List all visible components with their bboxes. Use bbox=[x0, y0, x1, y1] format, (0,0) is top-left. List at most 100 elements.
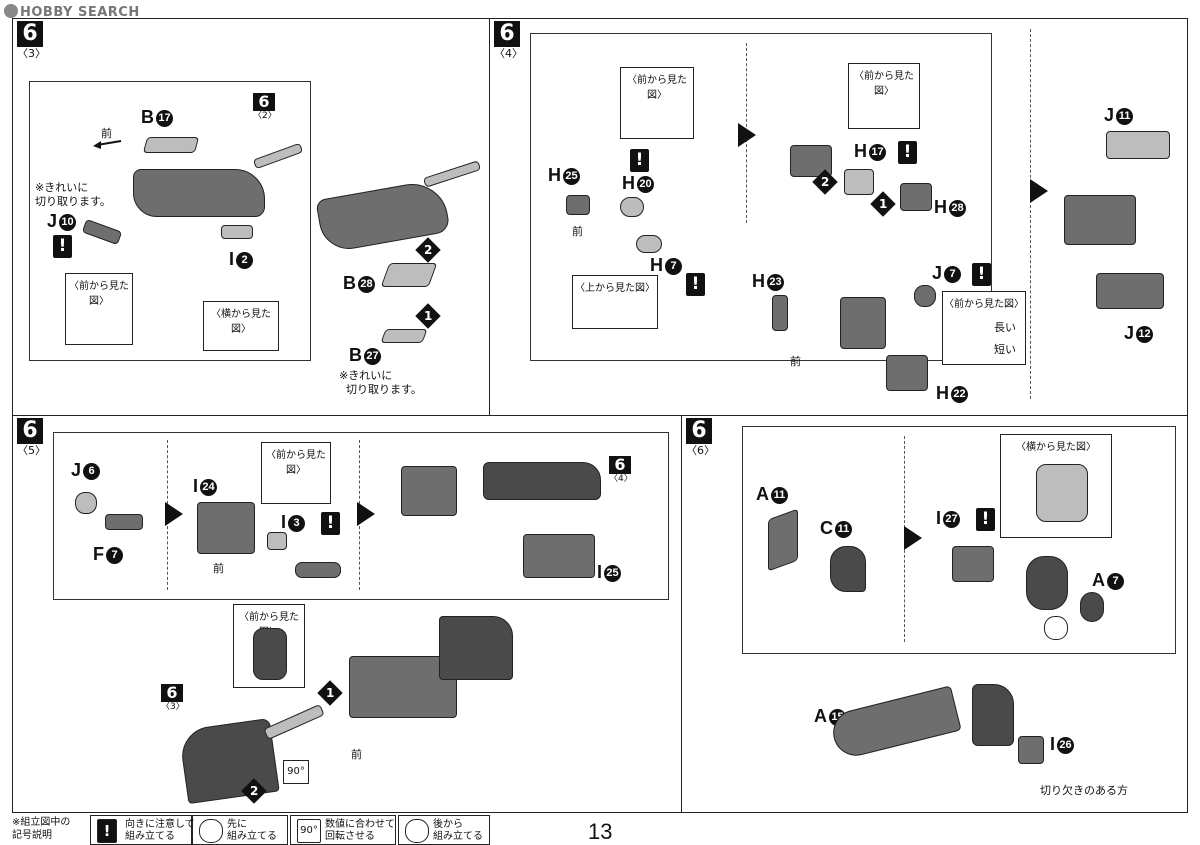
front-direction-label: 前 bbox=[790, 355, 801, 368]
next-step-arrow-icon bbox=[357, 502, 375, 526]
part-b17 bbox=[142, 137, 200, 153]
part-small-joint bbox=[295, 562, 341, 578]
part-j6 bbox=[75, 492, 97, 514]
panel-step-6-6: 6〈6〉 A11 C11 〈横から見た図〉 I27 ! A7 A15 I26 切… bbox=[681, 415, 1188, 813]
part-shoulder-ring bbox=[1026, 556, 1068, 610]
part-j12 bbox=[1096, 273, 1164, 309]
pre-assemble-icon bbox=[1044, 616, 1068, 640]
next-step-arrow-icon bbox=[165, 502, 183, 526]
part-torso-block bbox=[840, 297, 886, 349]
step-badge: 6〈4〉 bbox=[494, 21, 523, 60]
part-assembled-barrel bbox=[422, 160, 482, 188]
caution-icon: ! bbox=[97, 819, 117, 843]
front-view-box-3: 〈前から見た図〉 bbox=[942, 291, 1026, 365]
subassembly-frame bbox=[742, 426, 1176, 654]
pre-assemble-icon bbox=[199, 819, 223, 843]
cut-note-2: ※きれいに 切り取ります。 bbox=[339, 369, 422, 396]
order-1-icon: 1 bbox=[317, 680, 343, 706]
part-main-body bbox=[133, 169, 265, 217]
part-h22 bbox=[886, 355, 928, 391]
part-hip-block bbox=[401, 466, 457, 516]
short-label: 短い bbox=[994, 343, 1016, 356]
front-view-box-2: 〈前から見た図〉 bbox=[848, 63, 920, 129]
part-f7 bbox=[105, 514, 143, 530]
legend-item-rotate: 90°数値に合わせて回転させる bbox=[290, 815, 396, 845]
caution-icon: ! bbox=[53, 235, 72, 258]
legend-item-first: 先に組み立てる bbox=[192, 815, 288, 845]
part-leg-upper bbox=[483, 462, 601, 500]
front-view-box-1: 〈前から見た図〉 bbox=[620, 67, 694, 139]
caution-icon: ! bbox=[972, 263, 991, 286]
rotate-icon: 90° bbox=[283, 760, 309, 784]
top-view-box: 〈上から見た図〉 bbox=[572, 275, 658, 329]
part-i2 bbox=[221, 225, 253, 239]
legend-item-direction: !向きに注意して組み立てる bbox=[90, 815, 195, 845]
next-step-arrow-icon bbox=[738, 123, 756, 147]
caution-icon: ! bbox=[898, 141, 917, 164]
order-1-icon: 1 bbox=[415, 303, 441, 329]
next-step-arrow-icon bbox=[1030, 179, 1048, 203]
subassembly-frame bbox=[53, 432, 669, 600]
part-i24 bbox=[197, 502, 255, 554]
front-direction-label: 前 bbox=[351, 748, 362, 761]
rotate-icon: 90° bbox=[297, 819, 321, 843]
cut-note-1: ※きれいに切り取ります。 bbox=[35, 181, 111, 208]
step-ref-6-3: 6〈3〉 bbox=[161, 683, 185, 712]
part-leg-armor bbox=[439, 616, 513, 680]
part-b28 bbox=[380, 263, 438, 287]
page-number: 13 bbox=[588, 819, 613, 844]
step-ref-6-4: 6〈4〉 bbox=[609, 455, 633, 484]
part-j11 bbox=[1106, 131, 1170, 159]
front-direction-label: 前 bbox=[101, 127, 112, 140]
part-shoulder-block bbox=[972, 684, 1014, 746]
part-j7 bbox=[914, 285, 936, 307]
caution-icon: ! bbox=[321, 512, 340, 535]
caution-icon: ! bbox=[630, 149, 649, 172]
hobby-search-logo-icon bbox=[4, 4, 18, 18]
part-front-view-leg bbox=[253, 628, 287, 680]
part-c11 bbox=[830, 546, 866, 592]
side-view-box: 〈横から見た図〉 bbox=[203, 301, 279, 351]
part-shaft bbox=[263, 703, 325, 741]
order-2-icon: 2 bbox=[415, 237, 441, 263]
front-view-box-1: 〈前から見た図〉 bbox=[261, 442, 331, 504]
step-badge: 6〈6〉 bbox=[686, 418, 715, 457]
step-ref-6-2: 6〈2〉 bbox=[253, 92, 277, 121]
part-h23 bbox=[772, 295, 788, 331]
subassembly-frame bbox=[29, 81, 311, 361]
part-assembled-torso bbox=[1064, 195, 1136, 245]
caution-icon: ! bbox=[686, 273, 705, 296]
part-h28 bbox=[900, 183, 932, 211]
post-assemble-icon bbox=[405, 819, 429, 843]
long-label: 長い bbox=[994, 321, 1016, 334]
part-i27 bbox=[952, 546, 994, 582]
next-step-arrow-icon bbox=[904, 526, 922, 550]
part-h17 bbox=[844, 169, 874, 195]
part-side-view-shape bbox=[1036, 464, 1088, 522]
part-i3 bbox=[267, 532, 287, 550]
part-h25 bbox=[566, 195, 590, 215]
step-badge: 6〈5〉 bbox=[17, 418, 46, 457]
